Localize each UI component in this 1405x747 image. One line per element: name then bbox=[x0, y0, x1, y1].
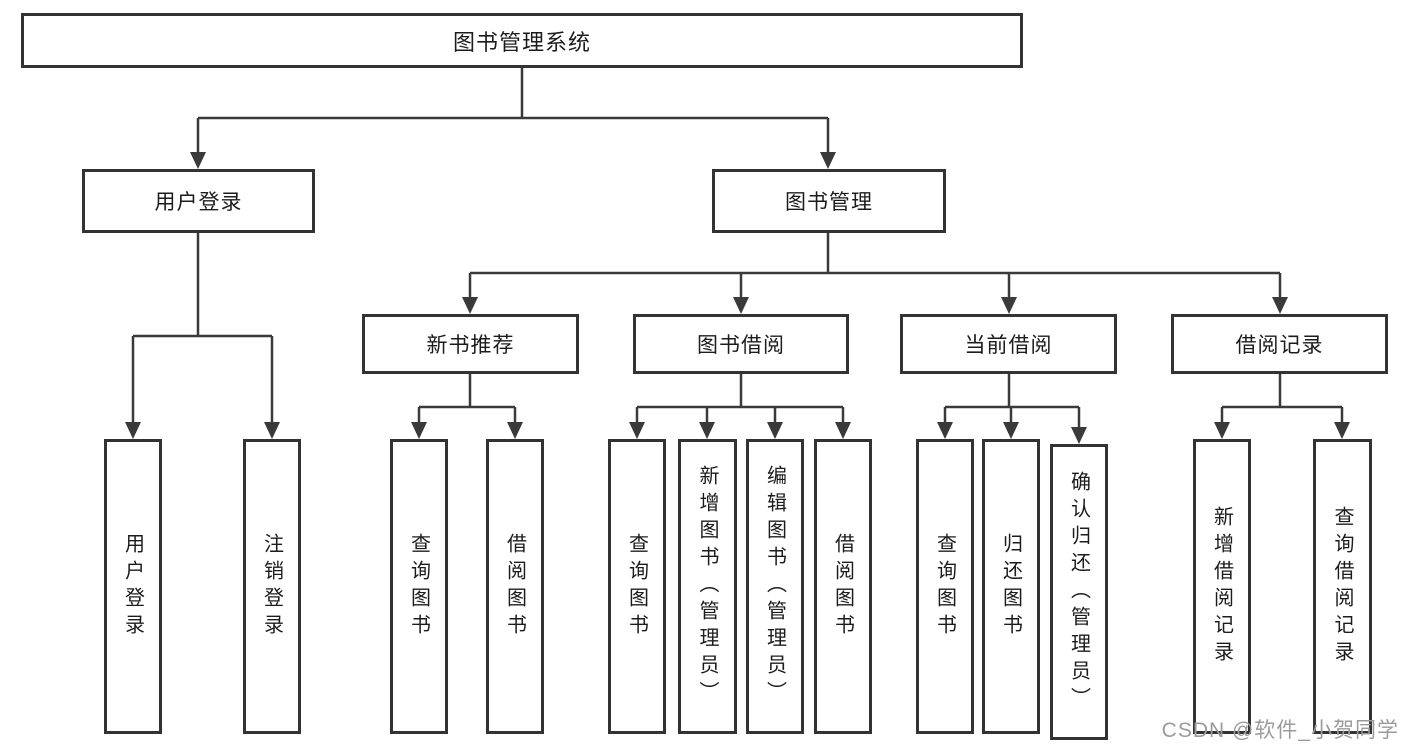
leaf-user-login-label: 用户登录 bbox=[121, 532, 144, 641]
node-user-login-label: 用户登录 bbox=[154, 191, 243, 214]
leaf-add-books-admin: 新增图书（管理员） bbox=[678, 439, 737, 734]
leaf-query-books-1: 查询图书 bbox=[390, 439, 448, 734]
connector-edges bbox=[131, 68, 1344, 429]
leaf-query-borrow-record: 查询借阅记录 bbox=[1313, 439, 1372, 734]
leaf-query-books-2-label: 查询图书 bbox=[625, 532, 648, 641]
node-book-borrow: 图书借阅 bbox=[633, 314, 849, 374]
node-book-borrow-label: 图书借阅 bbox=[697, 334, 785, 357]
node-new-book-recommend: 新书推荐 bbox=[362, 314, 579, 374]
leaf-query-books-3-label: 查询图书 bbox=[933, 532, 956, 641]
node-book-management-label: 图书管理 bbox=[785, 191, 873, 214]
node-current-borrow-label: 当前借阅 bbox=[964, 334, 1053, 357]
leaf-return-books: 归还图书 bbox=[982, 439, 1040, 734]
leaf-edit-books-admin: 编辑图书（管理员） bbox=[746, 439, 804, 734]
leaf-confirm-return-admin-label: 确认归还（管理员） bbox=[1067, 470, 1090, 714]
leaf-query-borrow-record-label: 查询借阅记录 bbox=[1331, 505, 1353, 668]
arrowhead-icon bbox=[125, 152, 1350, 444]
node-current-borrow: 当前借阅 bbox=[900, 314, 1117, 374]
leaf-logout-label: 注销登录 bbox=[260, 532, 283, 641]
node-root-label: 图书管理系统 bbox=[452, 29, 591, 55]
leaf-borrow-books-1: 借阅图书 bbox=[486, 439, 544, 734]
leaf-query-books-1-label: 查询图书 bbox=[407, 532, 430, 641]
leaf-user-login: 用户登录 bbox=[104, 439, 162, 734]
leaf-query-books-2: 查询图书 bbox=[608, 439, 666, 734]
leaf-borrow-books-2: 借阅图书 bbox=[814, 439, 872, 734]
leaf-borrow-books-2-label: 借阅图书 bbox=[831, 532, 854, 641]
node-root: 图书管理系统 bbox=[21, 13, 1023, 68]
leaf-borrow-books-1-label: 借阅图书 bbox=[503, 532, 526, 641]
node-borrow-records-label: 借阅记录 bbox=[1235, 334, 1324, 357]
leaf-add-borrow-record: 新增借阅记录 bbox=[1193, 439, 1251, 734]
leaf-add-borrow-record-label: 新增借阅记录 bbox=[1210, 505, 1233, 668]
leaf-logout: 注销登录 bbox=[243, 439, 301, 734]
leaf-return-books-label: 归还图书 bbox=[999, 532, 1022, 641]
leaf-edit-books-admin-label: 编辑图书（管理员） bbox=[763, 465, 786, 708]
leaf-add-books-admin-label: 新增图书（管理员） bbox=[696, 465, 718, 708]
leaf-query-books-3: 查询图书 bbox=[916, 439, 974, 734]
leaf-confirm-return-admin: 确认归还（管理员） bbox=[1050, 444, 1108, 740]
node-book-management: 图书管理 bbox=[712, 169, 946, 233]
node-borrow-records: 借阅记录 bbox=[1171, 314, 1388, 374]
watermark: CSDN @软件_小贺同学 bbox=[1161, 719, 1399, 742]
node-user-login: 用户登录 bbox=[82, 169, 315, 233]
node-new-book-recommend-label: 新书推荐 bbox=[426, 334, 515, 357]
